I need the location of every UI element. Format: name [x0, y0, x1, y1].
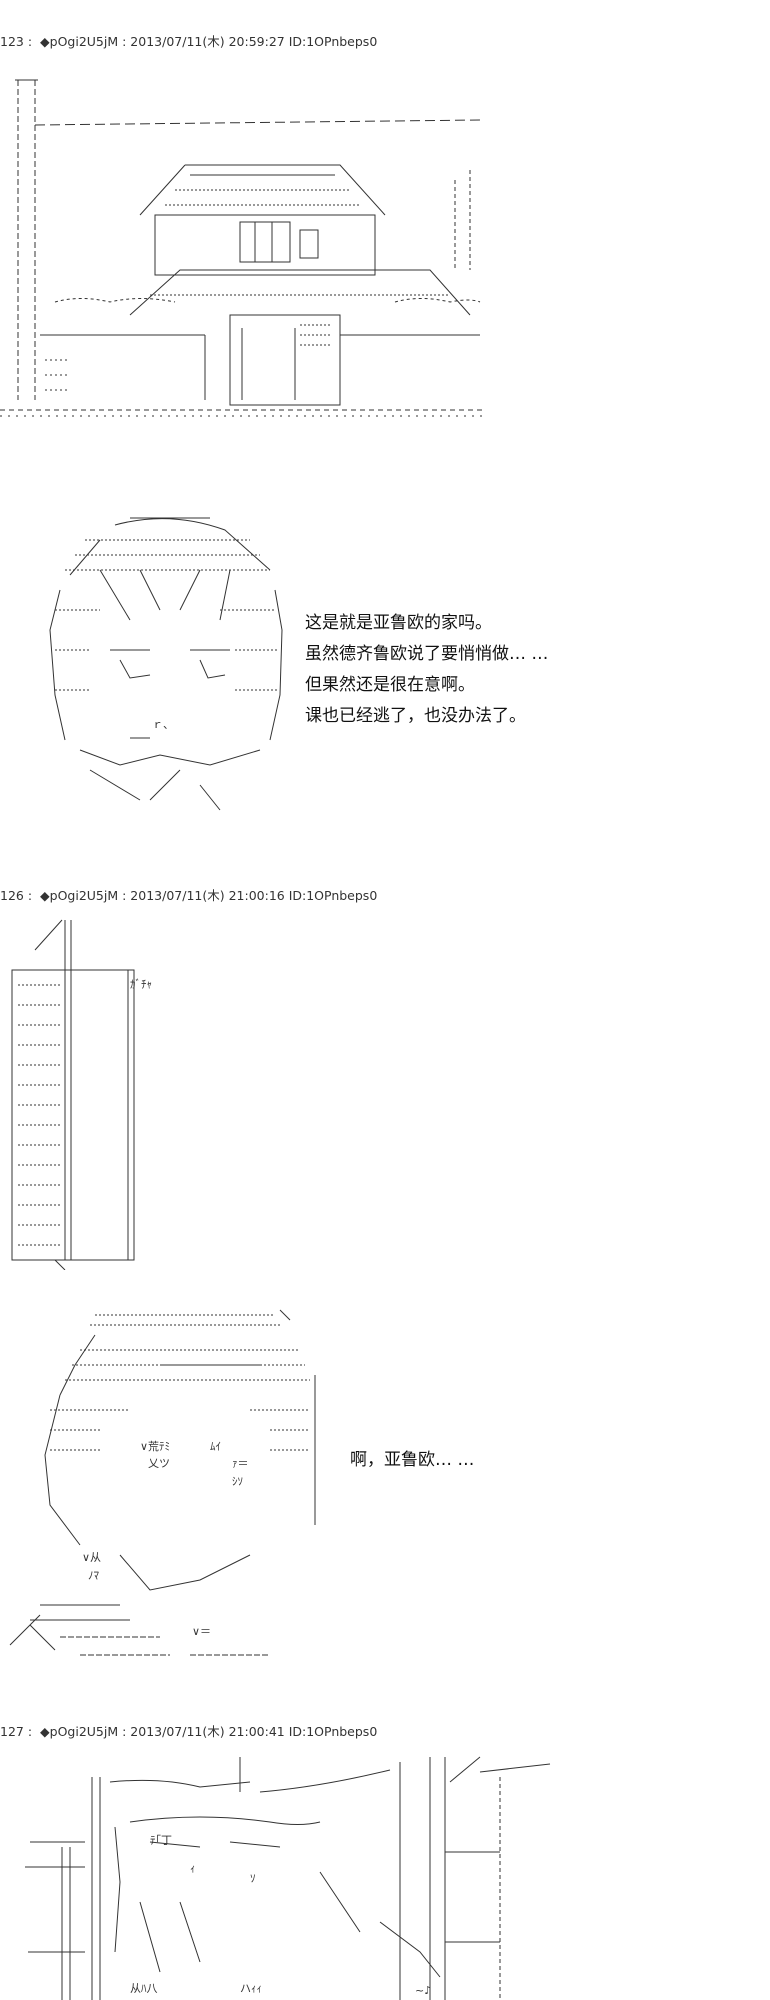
post-header-126: 126 : ◆pOgi2U5jM : 2013/07/11(木) 21:00:1…: [0, 885, 377, 904]
art-label: ﾃ｢丁: [150, 1834, 172, 1847]
art-label: ∨从: [82, 1551, 101, 1564]
post-meta: : 2013/07/11(木) 21:00:41 ID:1OPnbeps0: [122, 1724, 378, 1739]
svg-text:ｒ、: ｒ、: [152, 718, 174, 731]
door-sound-effect: ｶﾞﾁｬ: [130, 978, 152, 991]
poster-name[interactable]: ◆pOgi2U5jM: [40, 1724, 119, 1739]
dialogue-block-123: 这是就是亚鲁欧的家吗。 虽然德齐鲁欧说了要悄悄做… … 但果然还是很在意啊。 课…: [305, 608, 548, 732]
dialogue-line: 啊，亚鲁欧… …: [350, 1450, 475, 1470]
poster-name[interactable]: ◆pOgi2U5jM: [40, 34, 119, 49]
post-number: 123 :: [0, 34, 33, 49]
house-ascii-art: [0, 79, 485, 417]
art-label: ｧ＝: [232, 1457, 249, 1470]
post-meta: : 2013/07/11(木) 20:59:27 ID:1OPnbeps0: [122, 34, 378, 49]
art-label: ｨ: [190, 1862, 196, 1875]
character-face-ascii-art: ｒ、: [49, 517, 283, 811]
art-label: ｿ: [250, 1872, 256, 1885]
post-header-123: 123 : ◆pOgi2U5jM : 2013/07/11(木) 20:59:2…: [0, 31, 377, 50]
art-label: ∨荒ﾃﾐ: [140, 1440, 170, 1453]
character-ascii-art: ∨荒ﾃﾐ ﾑｲ 乂ツ ｧ＝ ｼｿ ∨从 ﾉﾏ ∨＝: [9, 1309, 316, 1656]
art-label: ﾉﾏ: [88, 1569, 99, 1582]
dialogue-line: 这是就是亚鲁欧的家吗。: [305, 613, 492, 633]
art-label: ハｨｨ: [240, 1982, 262, 1995]
post-header-127: 127 : ◆pOgi2U5jM : 2013/07/11(木) 21:00:4…: [0, 1721, 377, 1740]
dialogue-line: 但果然还是很在意啊。: [305, 675, 475, 695]
door-ascii-art: ｶﾞﾁｬ: [11, 919, 152, 1270]
dialogue-line: 课也已经逃了，也没办法了。: [305, 706, 526, 726]
art-label: ∨＝: [192, 1625, 211, 1638]
art-label: ｼｿ: [232, 1475, 243, 1488]
humming-note: ~♪: [415, 1984, 431, 1997]
post-meta: : 2013/07/11(木) 21:00:16 ID:1OPnbeps0: [122, 888, 378, 903]
window-scene-ascii-art: ﾃ｢丁 ｨ ｿ 从ﾊ八 ハｨｨ ~♪: [25, 1756, 551, 2000]
dialogue-line: 虽然德齐鲁欧说了要悄悄做… …: [305, 644, 549, 664]
post-number: 127 :: [0, 1724, 33, 1739]
art-label: 乂ツ: [148, 1457, 170, 1470]
art-label: 从ﾊ八: [130, 1982, 158, 1995]
poster-name[interactable]: ◆pOgi2U5jM: [40, 888, 119, 903]
post-number: 126 :: [0, 888, 33, 903]
dialogue-block-126: 啊，亚鲁欧… …: [350, 1445, 474, 1476]
art-label: ﾑｲ: [210, 1440, 221, 1453]
